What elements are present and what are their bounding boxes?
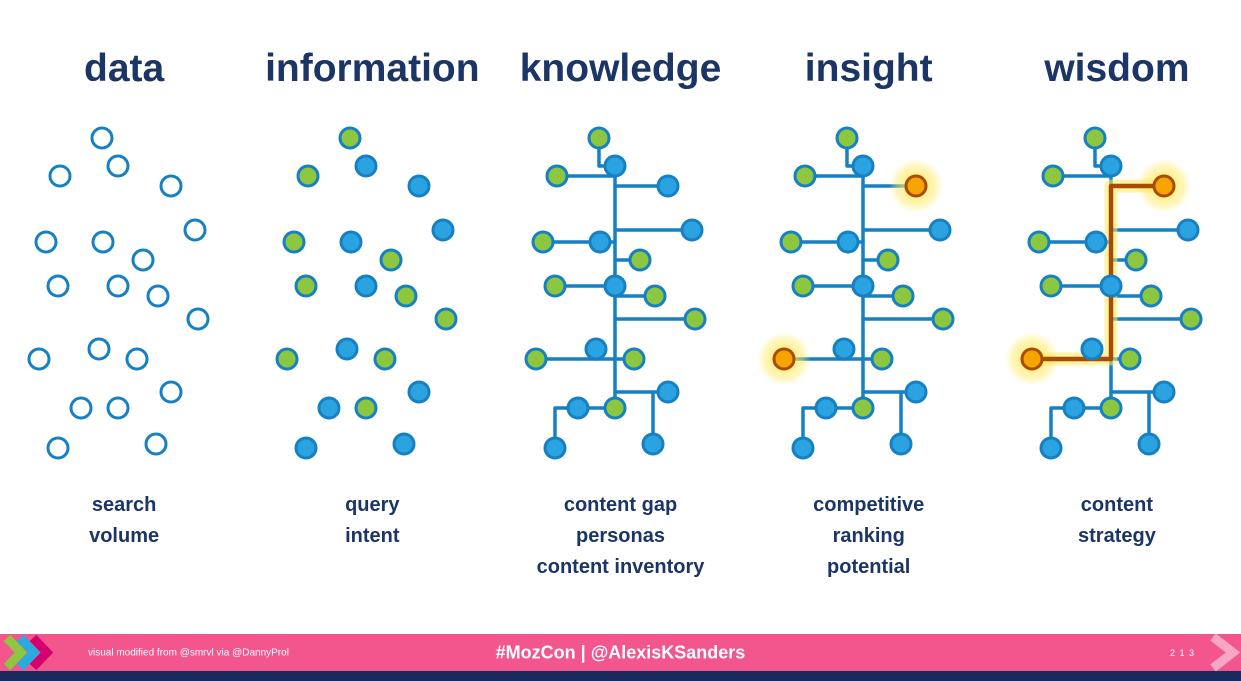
column-title-data: data [84, 47, 165, 90]
right-chevron-icon [1210, 634, 1241, 671]
column-wisdom: wisdom content strategy [993, 42, 1241, 583]
triple-chevron-icon [3, 634, 54, 671]
dots-panel-knowledge [524, 126, 706, 460]
column-knowledge: knowledge content gap personas content i… [496, 42, 744, 583]
dots-panel-information [275, 126, 458, 460]
column-data: data search volume [0, 42, 248, 583]
column-title-information: information [265, 47, 480, 90]
dots-panel-wisdom [1004, 126, 1203, 460]
column-caption-information: query intent [345, 494, 400, 547]
column-caption-data: search volume [89, 494, 160, 547]
column-title-knowledge: knowledge [519, 47, 722, 90]
bottom-strip [0, 671, 1241, 681]
column-title-insight: insight [804, 47, 933, 90]
footer-title: #MozCon | @AlexisKSanders [495, 642, 746, 662]
columns-row: data search volume information query int… [0, 42, 1241, 583]
column-insight: insight competitive ranking potential [745, 42, 993, 583]
column-caption-knowledge: content gap personas content inventory [536, 494, 705, 578]
column-information: information query intent [248, 42, 496, 583]
dots-panel-data [27, 126, 210, 460]
column-title-wisdom: wisdom [1044, 47, 1190, 90]
dots-panel-insight [756, 126, 955, 460]
column-caption-wisdom: content strategy [1078, 494, 1156, 547]
footer-bar: visual modified from @smrvl via @DannyPr… [0, 634, 1241, 671]
credit-text: visual modified from @smrvl via @DannyPr… [88, 647, 289, 658]
column-caption-insight: competitive ranking potential [813, 494, 925, 578]
page-indicator: 2 1 3 [1169, 647, 1195, 658]
